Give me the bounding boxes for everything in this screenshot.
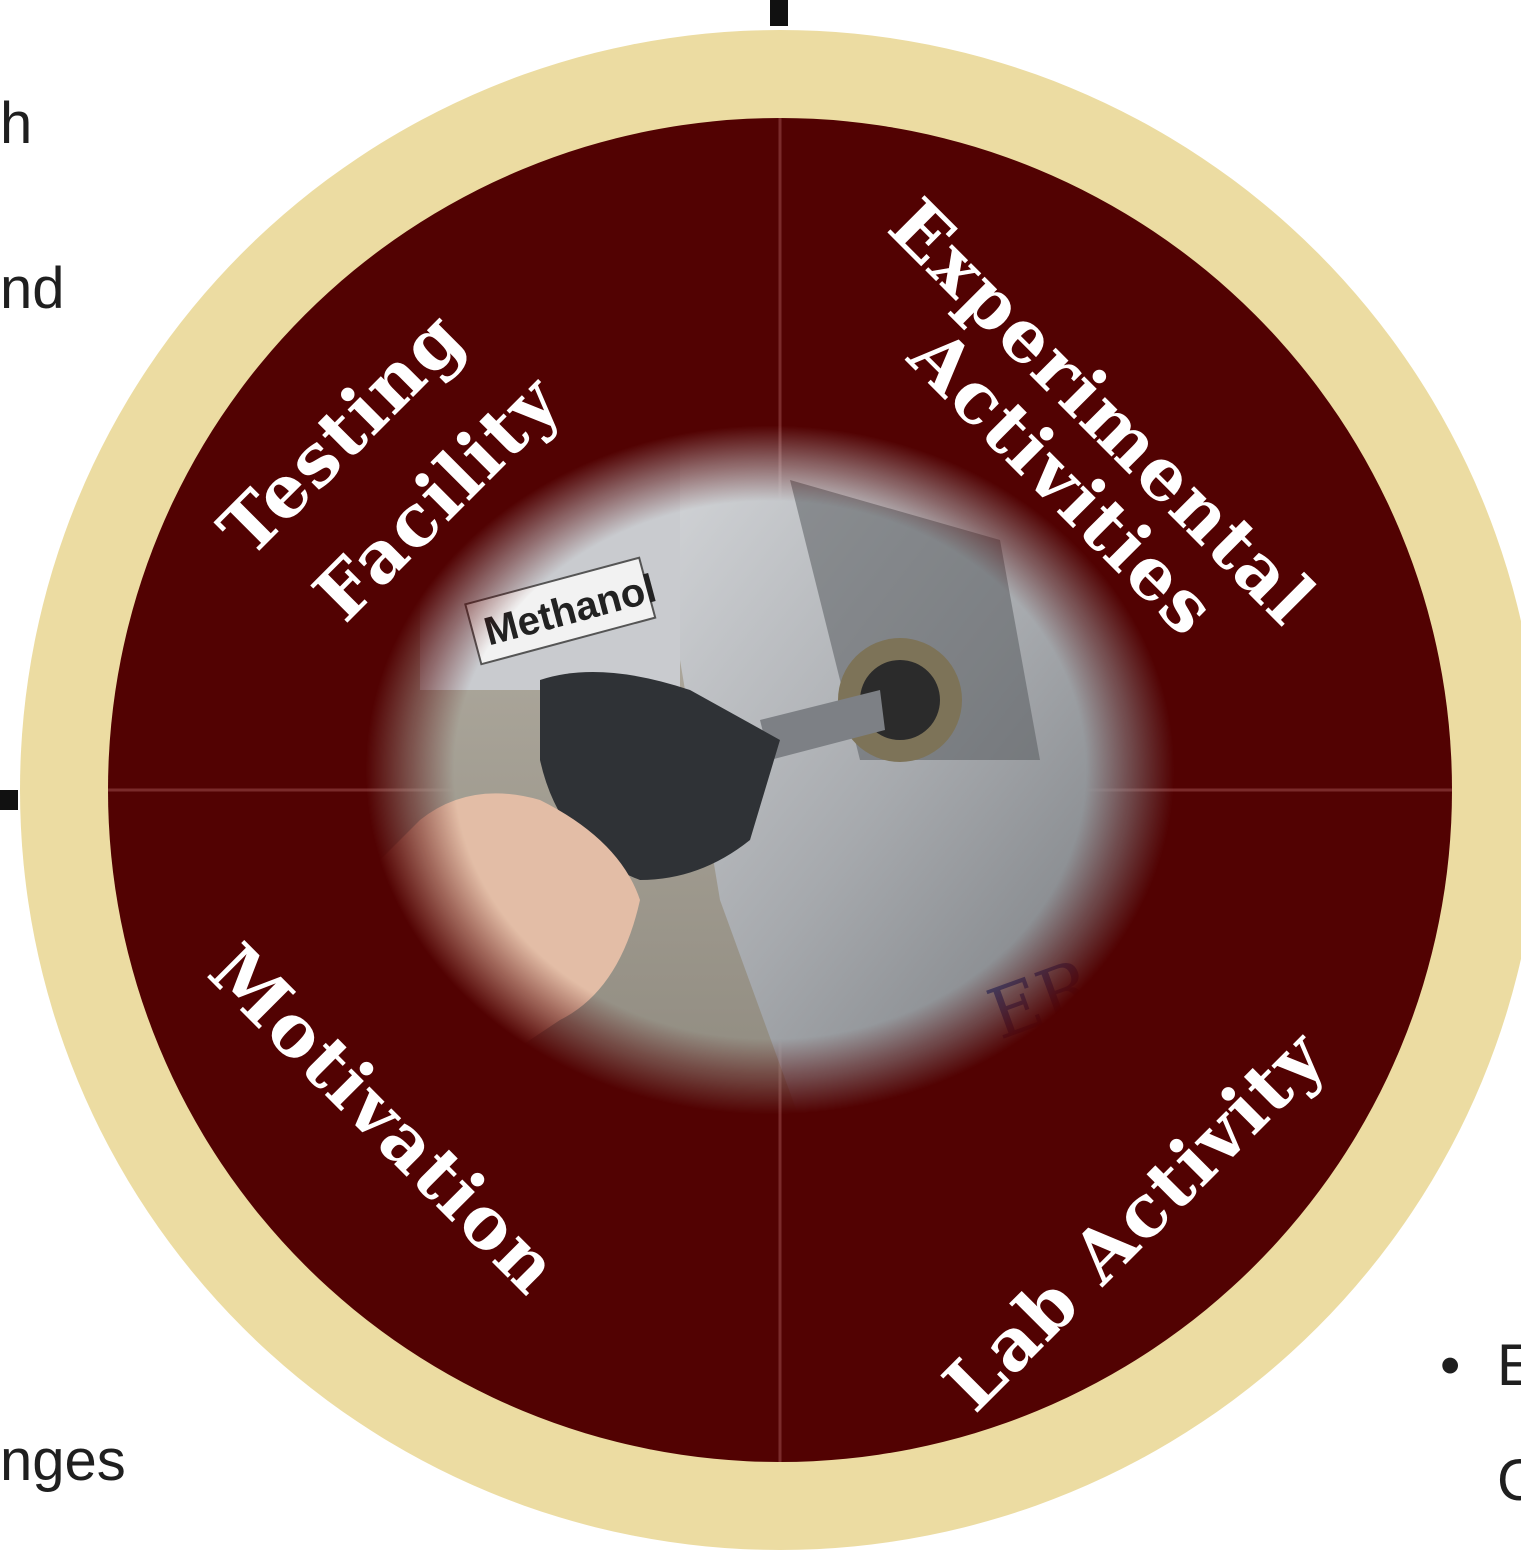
photo-pump-label-bg bbox=[464, 556, 657, 666]
slide-text-fragment-2: nd bbox=[0, 256, 65, 321]
photo-car-body bbox=[640, 420, 1180, 1120]
slide-text-fragment-5: C bbox=[1497, 1448, 1521, 1513]
photo-nozzle-spout bbox=[760, 690, 885, 760]
slide-line-top bbox=[770, 0, 788, 26]
center-photo: Methanol ER bbox=[360, 420, 1180, 1120]
photo-hand bbox=[380, 793, 640, 1080]
slide-text-fragment-1: h bbox=[0, 91, 32, 156]
slide-text-fragment-3: nges bbox=[0, 1428, 126, 1493]
slide-bullet: • bbox=[1440, 1333, 1460, 1398]
slide-text-fragment-4: E bbox=[1497, 1333, 1521, 1398]
background-slide: h nd nges E C • bbox=[0, 0, 1521, 1513]
photo-nozzle-handle bbox=[540, 672, 780, 880]
slide-line-left bbox=[0, 790, 18, 810]
